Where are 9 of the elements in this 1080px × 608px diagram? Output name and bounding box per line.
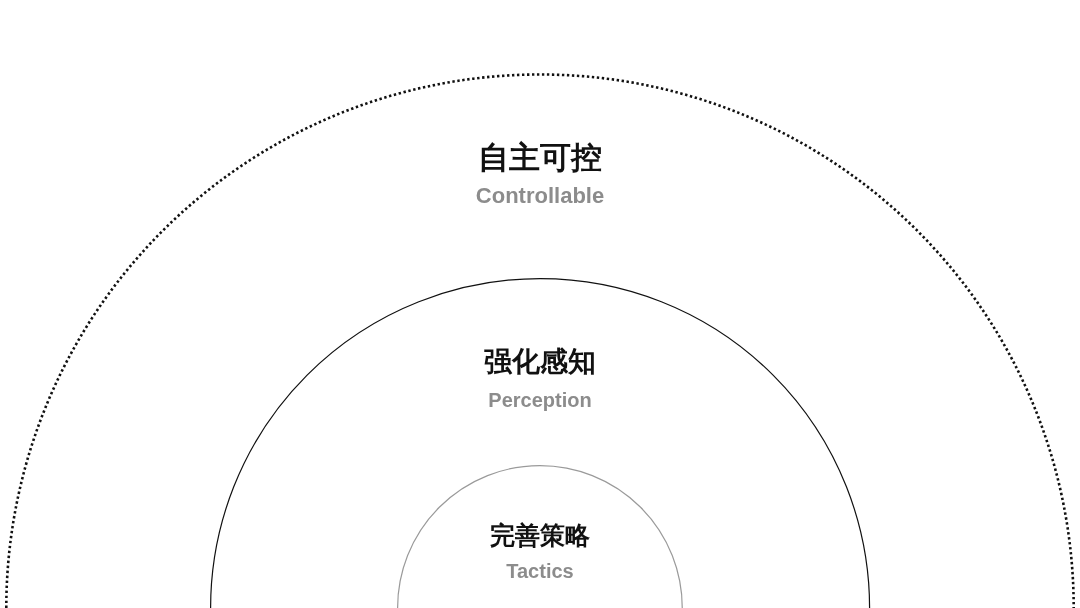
ring-subtitle: Controllable: [475, 182, 605, 210]
ring-title: 强化感知: [484, 345, 596, 379]
inner-semicircle: [397, 465, 683, 608]
middle-semicircle: [209, 277, 871, 608]
ring-subtitle: Tactics: [506, 559, 574, 584]
ring-title: 自主可控: [478, 139, 602, 177]
ring-title: 完善策略: [489, 520, 590, 551]
ring-subtitle: Perception: [488, 387, 592, 412]
outer-semicircle: [5, 73, 1075, 608]
